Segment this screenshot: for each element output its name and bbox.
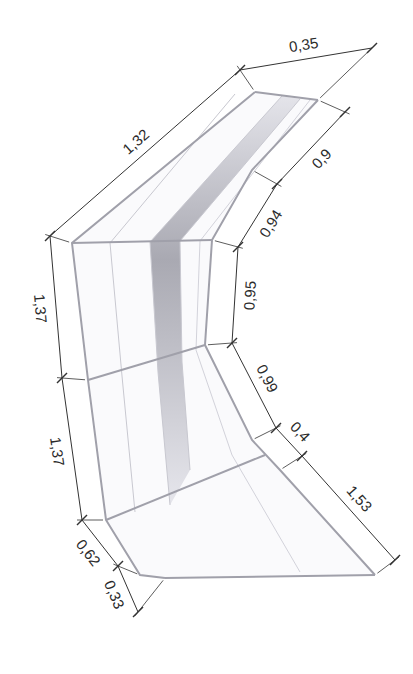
dimension-label: 1,37 <box>48 436 67 467</box>
dimension-line <box>113 564 137 574</box>
dimension-label: 0,9 <box>309 146 334 171</box>
dimension-line <box>277 112 345 184</box>
dimension-line <box>302 456 395 560</box>
dimension-label: 0,4 <box>287 419 312 444</box>
dimension-line <box>45 234 69 242</box>
dimension-line <box>50 236 62 378</box>
shaded-strip <box>150 96 300 505</box>
dimension-label: 0,35 <box>288 34 319 54</box>
dimension-label: 0,99 <box>254 362 281 395</box>
dimension-label: 0,94 <box>256 207 284 240</box>
dimension-line <box>232 247 238 343</box>
dimension-line <box>50 70 240 236</box>
dimension-line <box>62 378 82 520</box>
dimension-label: 0,33 <box>102 579 127 612</box>
dimension-label: 0,95 <box>242 281 259 311</box>
dimension-lines <box>45 43 400 617</box>
dimension-label: 1,37 <box>32 293 49 323</box>
panel-shape <box>72 92 375 578</box>
